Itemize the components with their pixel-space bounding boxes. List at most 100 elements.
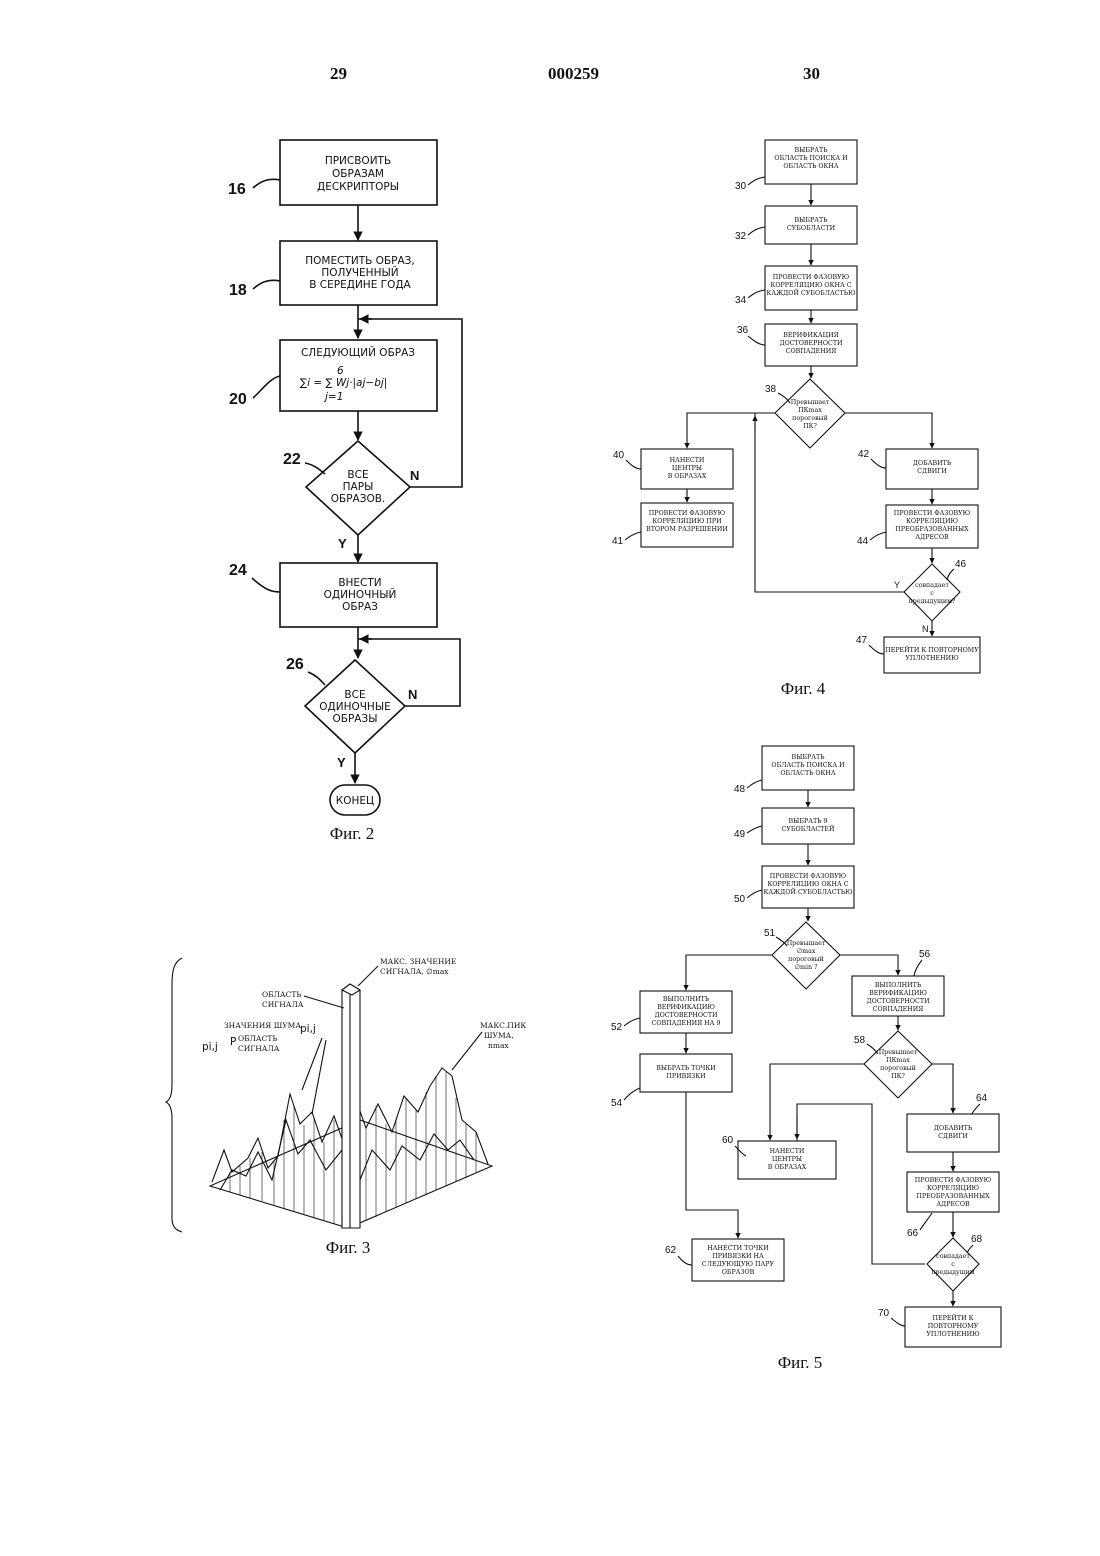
label-38: 38: [765, 384, 777, 395]
box-30-line-3: ОБЛАСТЬ ОКНА: [783, 163, 839, 170]
leader-68: [967, 1245, 973, 1253]
box-41-line-3: ВТОРОМ РАЗРЕШЕНИИ: [646, 526, 728, 533]
label-62: 62: [665, 1245, 677, 1256]
arrow-38-40: [687, 413, 775, 448]
figure-2: ПРИСВОИТЬ ОБРАЗАМ ДЕСКРИПТОРЫ 16 ПОМЕСТИ…: [228, 140, 462, 843]
leader-49: [747, 826, 762, 833]
box-44-line-3: ПРЕОБРАЗОВАННЫХ: [895, 526, 969, 533]
label-41: 41: [612, 536, 624, 547]
label-51: 51: [764, 928, 776, 939]
box-36-line-2: ДОСТОВЕРНОСТИ: [779, 340, 843, 347]
box-24-line-1: ВНЕСТИ: [338, 577, 381, 589]
label-34: 34: [735, 295, 747, 306]
box-34-line-2: КОРРЕЛЯЦИЮ ОКНА С: [770, 282, 851, 289]
leader-24: [252, 578, 280, 592]
diamond-38-line-3: пороговый: [792, 415, 828, 422]
box-48-line-2: ОБЛАСТЬ ПОИСКА И: [771, 762, 845, 769]
label-18: 18: [229, 282, 247, 299]
box-40-line-1: НАНЕСТИ: [670, 457, 705, 464]
diamond-46-line-2: с: [930, 590, 934, 597]
diamond-46-line-1: совпадает: [915, 582, 949, 589]
label-46: 46: [955, 559, 967, 570]
label-66: 66: [907, 1228, 919, 1239]
leader-58: [867, 1044, 878, 1054]
diamond-38-line-2: ПКmax: [798, 407, 822, 414]
fig3-label-area2-1: ОБЛАСТЬ: [238, 1034, 277, 1043]
box-16-line-2: ОБРАЗАМ: [332, 168, 384, 180]
diamond-58-line-1: Превышает: [879, 1049, 918, 1056]
label-54: 54: [611, 1098, 623, 1109]
box-20-upper-limit: 6: [337, 365, 344, 377]
leader-66: [920, 1213, 932, 1230]
fig3-brace: [166, 958, 182, 1232]
loop-46-y: [755, 413, 904, 592]
diamond-46-no: N: [922, 624, 929, 634]
leader-30: [748, 177, 765, 185]
leader-64: [972, 1104, 980, 1114]
box-16-line-3: ДЕСКРИПТОРЫ: [317, 181, 399, 193]
box-18-line-1: ПОМЕСТИТЬ ОБРАЗ,: [305, 255, 414, 267]
fig3-label-max-noise-3: nmax: [488, 1041, 509, 1050]
fig3-label-area-1: ОБЛАСТЬ: [262, 990, 301, 999]
leader-40: [626, 460, 641, 469]
box-24-line-2: ОДИНОЧНЫЙ: [324, 588, 397, 601]
leader-70: [891, 1318, 905, 1326]
terminator-end-label: КОНЕЦ: [336, 795, 374, 807]
diamond-68-line-1: совпадает: [936, 1253, 970, 1260]
fig3-label-p: P: [230, 1036, 236, 1048]
fig3-leader-noise-1: [302, 1038, 322, 1090]
label-64: 64: [976, 1093, 988, 1104]
leader-48: [747, 780, 762, 788]
label-56: 56: [919, 949, 931, 960]
diamond-46-yes: Y: [894, 580, 900, 590]
box-20-title: СЛЕДУЮЩИЙ ОБРАЗ: [301, 346, 415, 359]
label-16: 16: [228, 181, 246, 198]
box-62-line-3: СЛЕДУЮЩУЮ ПАРУ: [702, 1261, 775, 1268]
label-50: 50: [734, 894, 746, 905]
label-22: 22: [283, 451, 301, 468]
diamond-51-line-4: ∅min ?: [795, 964, 819, 971]
diamond-51-line-1: Превышает: [787, 940, 826, 947]
label-48: 48: [734, 784, 746, 795]
diamond-26-line-1: ВСЕ: [344, 689, 365, 701]
leader-36: [748, 336, 765, 345]
label-32: 32: [735, 231, 747, 242]
box-50-line-2: КОРРЕЛЯЦИЮ ОКНА С: [767, 881, 848, 888]
arrow-51-52: [686, 955, 772, 990]
fig3-label-pij-left: pi,j: [202, 1041, 218, 1053]
box-62-line-1: НАНЕСТИ ТОЧКИ: [707, 1245, 769, 1252]
label-44: 44: [857, 536, 869, 547]
box-40-line-3: В ОБРАЗАХ: [668, 473, 707, 480]
box-60-line-1: НАНЕСТИ: [770, 1148, 805, 1155]
diamond-26-line-3: ОБРАЗЫ: [333, 713, 378, 725]
box-47-line-1: ПЕРЕЙТИ К ПОВТОРНОМУ: [885, 646, 979, 654]
box-20-lower-limit: j=1: [323, 391, 343, 403]
fig3-label-max-noise-1: МАКС.ПИК: [480, 1021, 526, 1030]
fig3-label-max-signal-2: СИГНАЛА, ∅max: [380, 967, 449, 976]
box-56-line-3: ДОСТОВЕРНОСТИ: [866, 998, 930, 1005]
fig3-label-area2-2: СИГНАЛА: [238, 1044, 280, 1053]
box-56-line-1: ВЫПОЛНИТЬ: [875, 982, 922, 989]
leader-41: [625, 532, 641, 540]
box-49-line-2: СУБОБЛАСТЕЙ: [782, 825, 835, 833]
box-44-line-2: КОРРЕЛЯЦИЮ: [906, 518, 958, 525]
box-60-line-3: В ОБРАЗАХ: [768, 1164, 807, 1171]
box-66-line-4: АДРЕСОВ: [936, 1201, 970, 1208]
leader-44: [870, 532, 886, 540]
label-68: 68: [971, 1234, 983, 1245]
diamond-58-line-4: ПК?: [891, 1073, 905, 1080]
arrow-51-56: [840, 955, 898, 975]
fig4-caption: Фиг. 4: [781, 679, 826, 698]
diamond-68-line-2: с: [951, 1261, 955, 1268]
fig3-signal-bar: [342, 984, 360, 1228]
box-20-formula: ∑i = ∑ Wj·|aj−bj|: [300, 377, 387, 389]
box-32-line-2: СУБОБЛАСТИ: [787, 225, 836, 232]
leader-62: [678, 1256, 692, 1265]
box-54-line-1: ВЫБРАТЬ ТОЧКИ: [656, 1065, 716, 1072]
leader-20: [253, 376, 280, 398]
box-18-line-3: В СЕРЕДИНЕ ГОДА: [309, 279, 411, 291]
box-66-line-3: ПРЕОБРАЗОВАННЫХ: [916, 1193, 990, 1200]
box-32-line-1: ВЫБРАТЬ: [795, 217, 829, 224]
diamond-51-line-2: ∅max: [797, 948, 816, 955]
box-64-line-1: ДОБАВИТЬ: [934, 1125, 973, 1132]
